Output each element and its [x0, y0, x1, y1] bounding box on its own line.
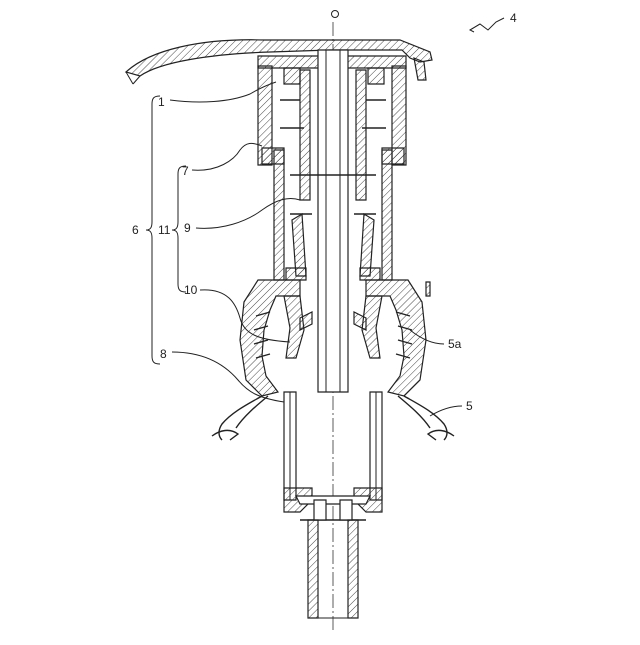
lower-cylinder	[284, 392, 382, 520]
leader-7	[192, 143, 262, 170]
ref-label-4: 4	[510, 11, 517, 25]
leader-4	[470, 18, 504, 30]
ref-label-10: 10	[184, 283, 198, 297]
ref-label-7: 7	[182, 164, 189, 178]
ref-label-11: 11	[158, 223, 171, 237]
axis-origin-mark	[332, 11, 339, 18]
ref-label-8: 8	[160, 347, 167, 361]
ref-label-5a: 5a	[448, 337, 462, 351]
ref-label-5: 5	[466, 399, 473, 413]
ref-label-9: 9	[184, 221, 191, 235]
ref-label-6: 6	[132, 223, 139, 237]
ref-label-1: 1	[158, 95, 165, 109]
actuator-head	[126, 40, 432, 165]
